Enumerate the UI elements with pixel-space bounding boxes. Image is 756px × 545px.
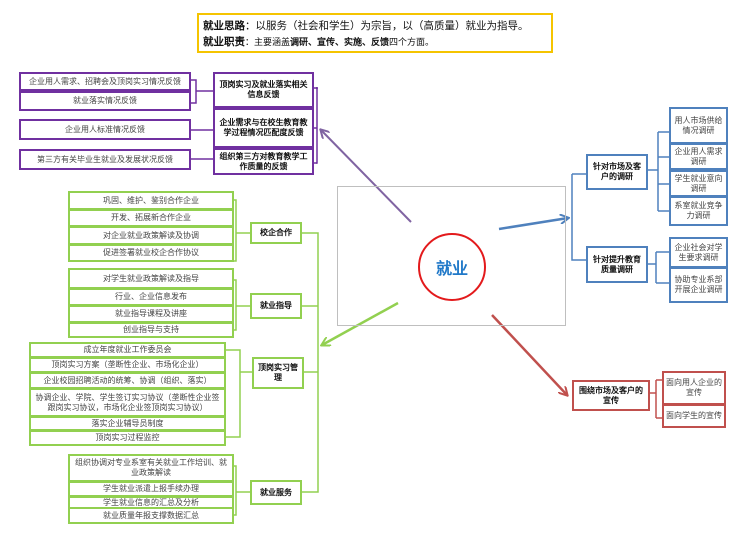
header-box: 就业思路：以服务（社会和学生）为宗旨，以（高质量）就业为指导。 就业职责：主要涵…	[197, 13, 553, 53]
center-node[interactable]: 就业	[418, 233, 486, 301]
publicity-arrow	[491, 314, 567, 395]
feedback-item[interactable]: 第三方有关毕业生就业及发展状况反馈	[19, 149, 191, 170]
implementation-item[interactable]: 巩固、维护、鉴别合作企业	[68, 191, 234, 210]
implementation-brackets	[226, 199, 319, 516]
separator: ：	[245, 20, 256, 32]
implementation-hub[interactable]: 就业指导	[250, 293, 302, 319]
implementation-item[interactable]: 对企业就业政策解读及协调	[68, 226, 234, 245]
implementation-item[interactable]: 行业、企业信息发布	[68, 288, 234, 306]
duty-keywords: 调研、宣传、实施、反馈	[290, 38, 390, 48]
research-item[interactable]: 企业用人需求调研	[669, 143, 728, 170]
separator: ：	[245, 38, 255, 48]
idea-text: 以服务（社会和学生）为宗旨，以（高质量）就业为指导。	[255, 20, 529, 32]
duty-label: 就业职责	[203, 36, 245, 48]
research-brackets	[571, 131, 669, 284]
implementation-hub[interactable]: 校企合作	[250, 222, 302, 244]
research-item[interactable]: 用人市场供给情况调研	[669, 107, 728, 144]
implementation-item[interactable]: 学生就业派遣上报手续办理	[68, 481, 234, 497]
feedback-item[interactable]: 就业落实情况反馈	[19, 91, 191, 111]
publicity-hub[interactable]: 围绕市场及客户的宣传	[572, 380, 650, 411]
research-hub[interactable]: 针对提升教育质量调研	[586, 246, 648, 283]
duty-prefix: 主要涵盖	[254, 38, 291, 48]
implementation-arrow	[322, 301, 399, 345]
header-line-2: 就业职责：主要涵盖调研、宣传、实施、反馈四个方面。	[203, 34, 547, 51]
research-item[interactable]: 学生就业意向调研	[669, 170, 728, 197]
implementation-item[interactable]: 顶岗实习方案（垄断性企业、市场化企业）	[29, 357, 226, 373]
implementation-hub[interactable]: 就业服务	[250, 480, 302, 505]
implementation-item[interactable]: 对学生就业政策解读及指导	[68, 268, 234, 289]
implementation-item[interactable]: 组织协调对专业系室有关就业工作培训、就业政策解读	[68, 454, 234, 482]
feedback-item[interactable]: 企业用人标准情况反馈	[19, 119, 191, 140]
implementation-item[interactable]: 就业指导课程及讲座	[68, 305, 234, 323]
duty-suffix: 四个方面。	[389, 38, 435, 48]
center-frame	[337, 186, 566, 326]
center-label: 就业	[435, 259, 468, 278]
feedback-hub[interactable]: 顶岗实习及就业落实相关信息反馈	[213, 72, 314, 108]
research-hub[interactable]: 针对市场及客户的调研	[586, 154, 648, 190]
publicity-brackets	[650, 379, 662, 419]
implementation-item[interactable]: 顶岗实习过程监控	[29, 430, 226, 446]
header-line-1: 就业思路：以服务（社会和学生）为宗旨，以（高质量）就业为指导。	[203, 18, 547, 34]
research-item[interactable]: 企业社会对学生要求调研	[669, 237, 728, 268]
implementation-item[interactable]: 促进签署就业校企合作协议	[68, 244, 234, 262]
research-arrow	[498, 218, 568, 231]
feedback-brackets	[190, 79, 318, 164]
implementation-item[interactable]: 协调企业、学院、学生签订实习协议（垄断性企业签跟岗实习协议，市场化企业签顶岗实习…	[29, 388, 226, 417]
implementation-item[interactable]: 企业校园招聘活动的统筹、协调（组织、落实）	[29, 372, 226, 389]
feedback-hub[interactable]: 组织第三方对教育教学工作质量的反馈	[213, 148, 314, 175]
implementation-item[interactable]: 就业质量年报支撑数据汇总	[68, 507, 234, 524]
implementation-item[interactable]: 落实企业辅导员制度	[29, 416, 226, 431]
feedback-item[interactable]: 企业用人需求、招聘会及顶岗实习情况反馈	[19, 72, 191, 91]
research-item[interactable]: 系室就业竞争力调研	[669, 196, 728, 226]
publicity-item[interactable]: 面向学生的宣传	[662, 404, 726, 428]
publicity-item[interactable]: 面向用人企业的宣传	[662, 371, 726, 405]
implementation-hub[interactable]: 顶岗实习管理	[252, 357, 304, 389]
feedback-arrow	[321, 130, 412, 223]
implementation-item[interactable]: 开发、拓展新合作企业	[68, 209, 234, 227]
feedback-hub[interactable]: 企业需求与在校生教育教学过程情况匹配度反馈	[213, 108, 314, 148]
research-item[interactable]: 协助专业系部开展企业调研	[669, 267, 728, 303]
implementation-item[interactable]: 成立年度就业工作委员会	[29, 342, 226, 358]
idea-label: 就业思路	[203, 20, 245, 32]
implementation-item[interactable]: 创业指导与支持	[68, 322, 234, 338]
